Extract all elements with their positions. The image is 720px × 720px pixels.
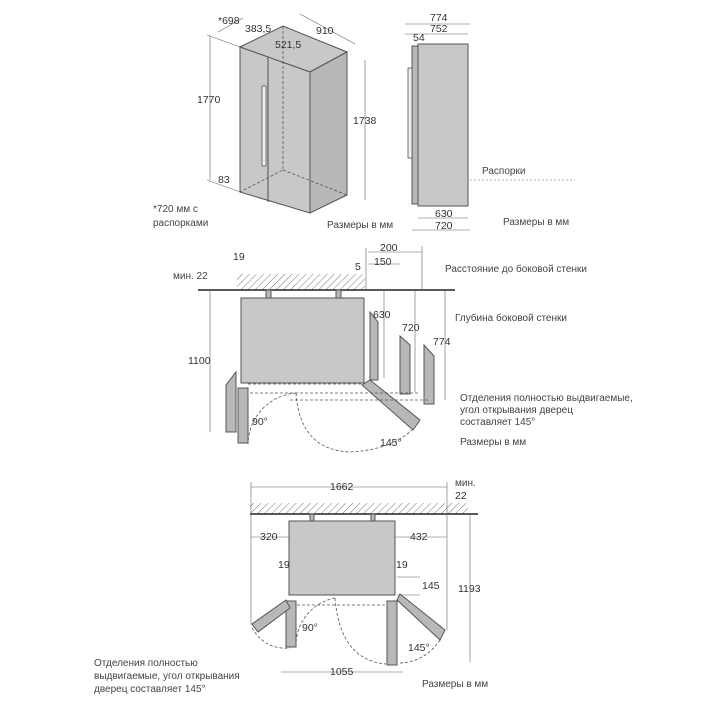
- note-line2: угол открывания дверец: [460, 405, 573, 416]
- wall-hatch: [250, 503, 468, 514]
- dim-630: 630: [373, 309, 391, 321]
- note-spacers-line1: *720 мм с: [153, 204, 198, 215]
- fridge-front-face: [239, 46, 311, 214]
- min-value-22: 22: [455, 490, 467, 502]
- dim-774: 774: [433, 336, 451, 348]
- dim-432: 432: [410, 531, 428, 543]
- dim-19: 19: [233, 251, 245, 263]
- dim-83: 83: [218, 174, 230, 186]
- angle-90: 90°: [252, 416, 268, 428]
- dim-19-left: 19: [278, 559, 290, 571]
- note-line1: Отделения полностью: [94, 658, 198, 669]
- dim-19-right: 19: [396, 559, 408, 571]
- dim-1662: 1662: [330, 481, 354, 493]
- left-door-open-90: [237, 387, 249, 444]
- angle-90: 90°: [302, 622, 318, 634]
- dim-752: 752: [430, 23, 448, 35]
- note-line1: Отделения полностью выдвигаемые,: [460, 393, 633, 404]
- side-wall-distance-label: Расстояние до боковой стенки: [445, 263, 587, 275]
- top-view-niche: 1662 мин. 22 320 432 19 19 145 1193 90° …: [94, 478, 488, 695]
- dim-774: 774: [430, 12, 448, 24]
- top-view-side-wall: мин. 22 19 200 150 5 Расстояние до боков…: [173, 242, 633, 453]
- dim-145: 145: [422, 580, 440, 592]
- angle-145: 145°: [408, 642, 430, 654]
- dim-1193: 1193: [458, 583, 481, 595]
- dim-height-1738: 1738: [353, 115, 377, 127]
- dim-depth-698: *698: [218, 15, 240, 27]
- fridge-body-top: [240, 297, 365, 384]
- units-label: Размеры в мм: [422, 679, 488, 690]
- side-view: 774 752 54 Распорки 630 720 Размеры в мм: [405, 12, 575, 232]
- right-door-open-90: [386, 600, 398, 666]
- dim-720: 720: [402, 322, 420, 334]
- right-door-open-145: [361, 379, 421, 431]
- dim-height-1770: 1770: [197, 94, 221, 106]
- dim-1055: 1055: [330, 666, 354, 678]
- dim-630: 630: [435, 208, 453, 220]
- dim-width-910: 910: [316, 25, 334, 37]
- side-wall-630: [369, 310, 379, 381]
- angle-145: 145°: [380, 437, 402, 449]
- side-wall-774: [423, 343, 435, 405]
- units-label: Размеры в мм: [503, 217, 569, 228]
- note-line3: составляет 145°: [460, 417, 535, 428]
- note-spacers-line2: распорками: [153, 218, 208, 229]
- dim-54: 54: [413, 32, 425, 44]
- fridge-body-top: [288, 520, 396, 596]
- dim-200: 200: [380, 242, 398, 254]
- min-label: мин.: [455, 478, 476, 489]
- side-wall-depth-label: Глубина боковой стенки: [455, 312, 567, 324]
- dim-1100: 1100: [188, 355, 211, 367]
- dim-521-5: 521,5: [275, 39, 301, 51]
- note-line3: дверец составляет 145°: [94, 684, 206, 695]
- left-door-open-145: [251, 599, 291, 633]
- min-22: мин. 22: [173, 271, 208, 282]
- units-label: Размеры в мм: [327, 220, 393, 231]
- dim-5: 5: [355, 261, 361, 273]
- left-door-open-90: [285, 600, 297, 648]
- fridge-side-body: [417, 43, 469, 207]
- note-line2: выдвигаемые, угол открывания: [94, 671, 240, 682]
- left-side-wall: [225, 370, 237, 433]
- dim-320: 320: [260, 531, 278, 543]
- wall-hatch: [237, 274, 365, 290]
- door-handle: [261, 85, 267, 167]
- side-wall-720: [399, 334, 411, 395]
- dim-150: 150: [374, 256, 392, 268]
- fridge-side-face: [309, 51, 348, 214]
- fridge-door-profile: [411, 45, 419, 205]
- units-label: Размеры в мм: [460, 437, 526, 448]
- dim-720: 720: [435, 220, 453, 232]
- side-handle: [407, 67, 413, 159]
- dim-383-5: 383,5: [245, 23, 271, 35]
- right-door-open-145: [396, 593, 446, 641]
- isometric-view: *698 383,5 521,5 910 1770 1738 83 *720 м…: [153, 13, 393, 231]
- spacers-label: Распорки: [482, 166, 525, 177]
